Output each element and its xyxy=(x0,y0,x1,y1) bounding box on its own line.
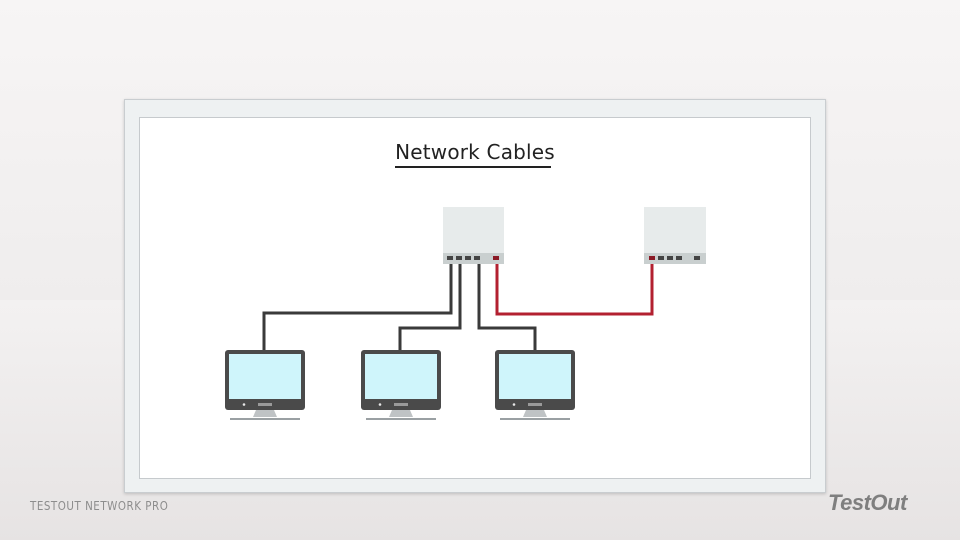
computer-1-badge xyxy=(258,403,272,406)
switch-1-port-strip xyxy=(443,253,504,264)
title-underline xyxy=(395,166,551,168)
switch-2-port-2 xyxy=(658,256,664,260)
computer-1-stand xyxy=(253,410,277,417)
computer-3-power-led xyxy=(512,403,516,406)
switch-2-port-3 xyxy=(667,256,673,260)
computer-3-keyboard xyxy=(500,418,570,420)
computer-1-power-led xyxy=(242,403,246,406)
computer-2-screen xyxy=(365,354,437,399)
switch-2-port-strip xyxy=(644,253,706,264)
switch-1-port-4 xyxy=(474,256,480,260)
switch-1-body xyxy=(443,207,504,253)
switch-1-port-2 xyxy=(456,256,462,260)
computer-2-badge xyxy=(394,403,408,406)
cable-switch1-computer1 xyxy=(262,258,453,352)
computer-2[interactable] xyxy=(361,350,441,420)
computer-1-keyboard xyxy=(230,418,300,420)
switch-2-body xyxy=(644,207,706,253)
computer-3[interactable] xyxy=(495,350,575,420)
whiteboard-frame: Network Cables xyxy=(124,99,826,493)
course-footer: TESTOUT NETWORK PRO xyxy=(30,499,169,513)
network-diagram xyxy=(225,207,706,420)
computer-3-screen xyxy=(499,354,571,399)
computer-2-power-led xyxy=(378,403,382,406)
switch-2-port-5 xyxy=(694,256,700,260)
cable-switch1-computer2 xyxy=(398,258,462,352)
cable-switch1-computer3 xyxy=(477,258,537,352)
switch-1-port-5 xyxy=(493,256,499,260)
switch-2[interactable] xyxy=(644,207,706,264)
switch-2-port-4 xyxy=(676,256,682,260)
crossover-cable-switch1-switch2 xyxy=(495,258,654,316)
computer-3-stand xyxy=(523,410,547,417)
cables xyxy=(262,258,654,352)
diagram-title: Network Cables xyxy=(395,140,555,164)
computer-3-badge xyxy=(528,403,542,406)
brand-logo: TestOut xyxy=(828,490,907,515)
switch-1-port-1 xyxy=(447,256,453,260)
whiteboard-surface: Network Cables xyxy=(139,117,811,479)
switch-1[interactable] xyxy=(443,207,504,264)
computer-2-keyboard xyxy=(366,418,436,420)
switch-1-port-3 xyxy=(465,256,471,260)
computer-2-stand xyxy=(389,410,413,417)
switch-2-port-1 xyxy=(649,256,655,260)
computer-1-screen xyxy=(229,354,301,399)
computer-1[interactable] xyxy=(225,350,305,420)
